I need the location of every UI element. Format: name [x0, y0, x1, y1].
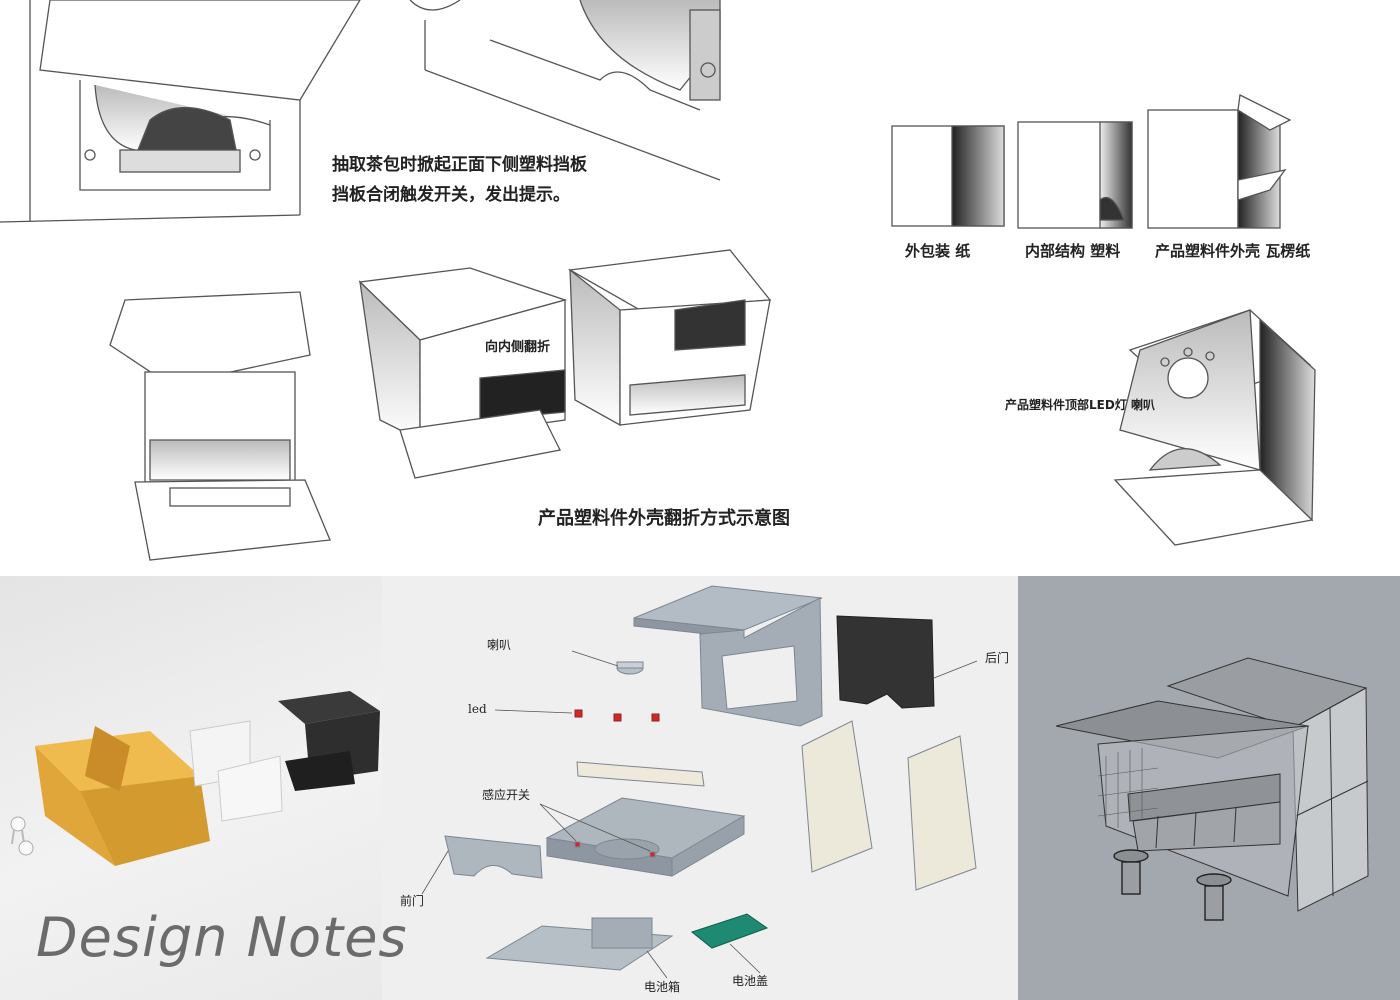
- shell-cardboard-label: 产品塑料件外壳 瓦楞纸: [1155, 242, 1311, 260]
- fold-inward-label: 向内侧翻折: [485, 340, 551, 355]
- battery-box-label: 电池箱: [644, 980, 681, 994]
- material-boxes-sketch: [891, 94, 1292, 229]
- wireframe-render: [1055, 657, 1369, 921]
- inner-plastic-label: 内部结构 塑料: [1025, 242, 1121, 260]
- exploded-view-panel: 喇叭 led 感应开关 后门 前门 电池箱 电池盖: [382, 576, 1018, 1000]
- dispenser-closeup-sketch-2: [409, 0, 721, 181]
- folding-sequence-sketch: [109, 249, 772, 561]
- hint-line-2: 挡板合闭触发开关，发出提示。: [332, 185, 570, 205]
- fold-diagram-title: 产品塑料件外壳翻折方式示意图: [538, 508, 790, 529]
- hint-line-1: 抽取茶包时掀起正面下侧塑料挡板: [332, 155, 587, 175]
- speaker-label: 喇叭: [487, 638, 512, 652]
- front-door-label: 前门: [400, 894, 425, 908]
- render-panel: [0, 576, 382, 1000]
- dispenser-closeup-sketch: [0, 0, 361, 223]
- wireframe-panel: [1018, 576, 1400, 1000]
- led-speaker-box-sketch: [1113, 309, 1316, 546]
- exploded-view: [421, 585, 978, 979]
- back-door-label: 后门: [985, 651, 1010, 665]
- top-led-speaker-label: 产品塑料件顶部LED灯 喇叭: [1005, 398, 1155, 412]
- product-render: [10, 691, 380, 866]
- outer-paper-label: 外包装 纸: [905, 242, 971, 260]
- led-label: led: [468, 702, 487, 716]
- design-notes-title: Design Notes: [36, 906, 408, 969]
- sketch-panel: 抽取茶包时掀起正面下侧塑料挡板 挡板合闭触发开关，发出提示。 向内侧翻折 产品塑…: [0, 0, 1316, 561]
- sensor-switch-label: 感应开关: [482, 788, 531, 802]
- sketch-drawings: [0, 0, 1316, 561]
- battery-cover-label: 电池盖: [732, 974, 769, 988]
